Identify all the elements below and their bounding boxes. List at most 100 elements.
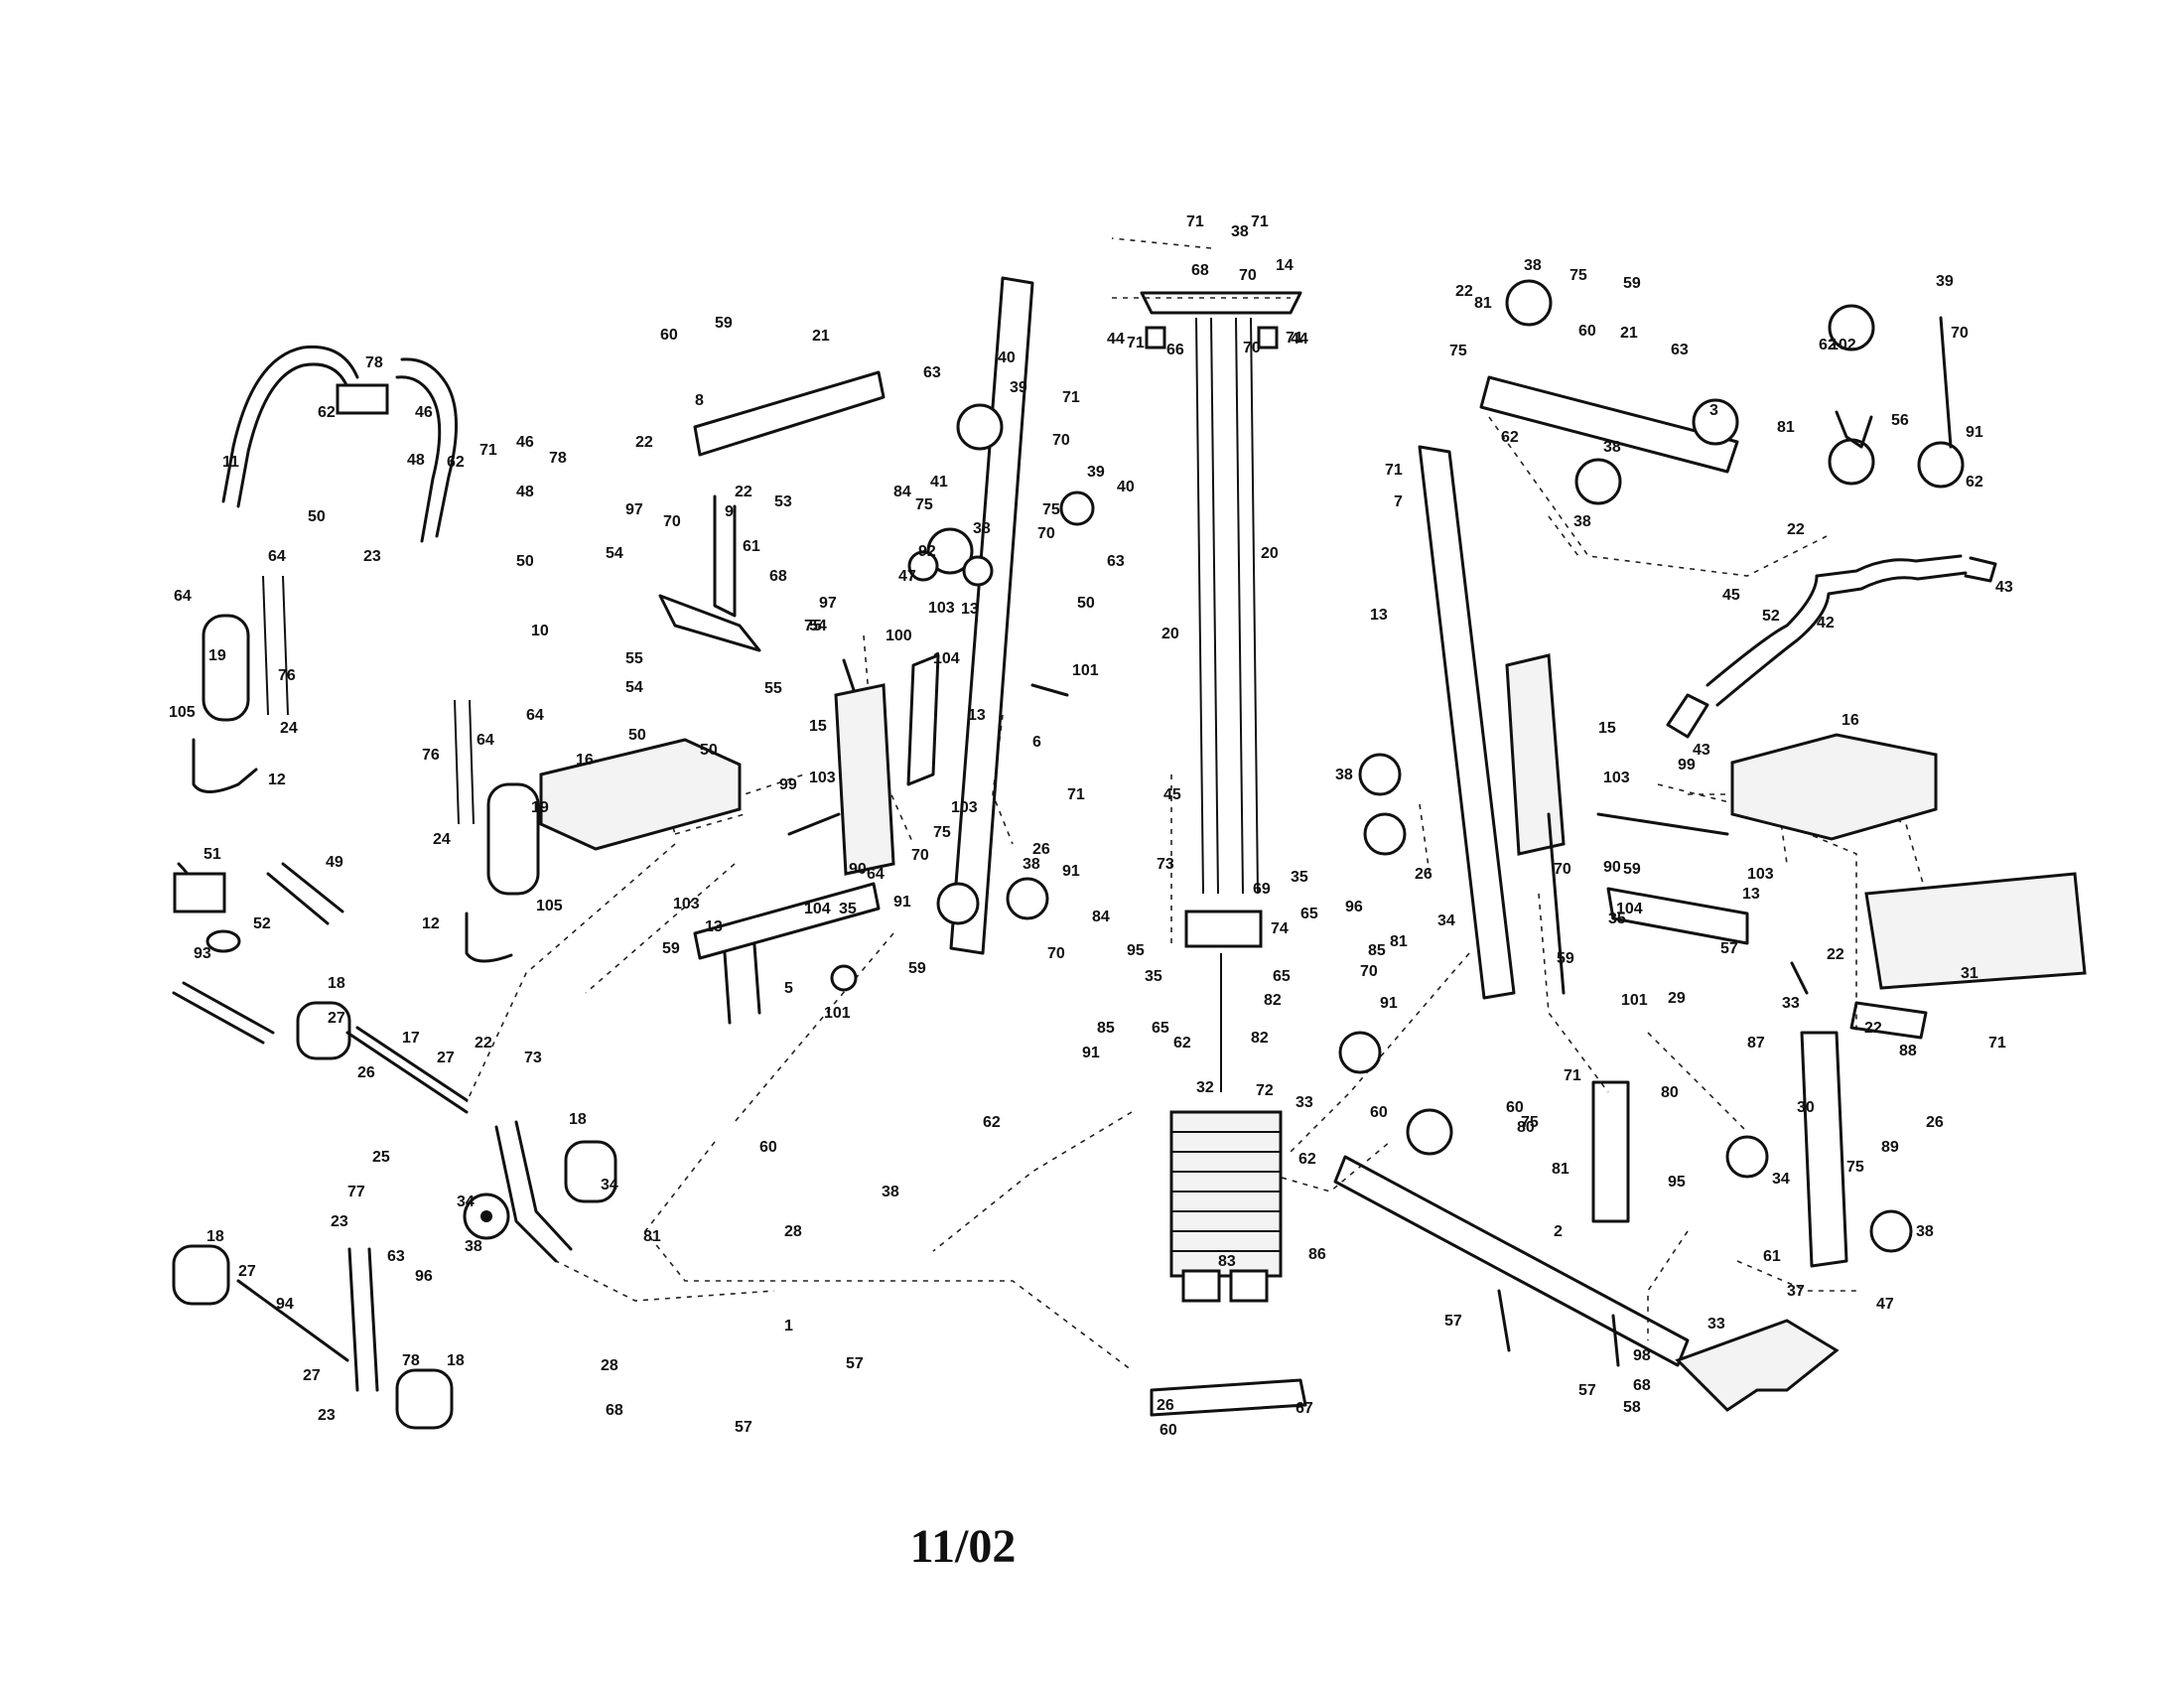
part-label: 23 [363, 548, 381, 565]
part-label: 70 [1360, 963, 1378, 980]
part-label: 40 [1117, 479, 1135, 495]
pulley [1006, 877, 1049, 920]
part-label: 103 [1603, 770, 1630, 786]
part-label: 26 [1415, 866, 1433, 883]
part-label: 62 [318, 404, 336, 421]
pulley [1869, 1209, 1913, 1253]
part-label: 62 [447, 454, 465, 471]
part-label: 58 [1623, 1399, 1641, 1416]
part-label: 101 [1621, 992, 1648, 1009]
part-label: 81 [643, 1228, 661, 1245]
back-pad [1505, 653, 1566, 856]
part-label: 27 [437, 1050, 455, 1066]
pulley [936, 882, 980, 925]
right-upright [1338, 279, 1913, 1253]
part-label: 29 [1668, 990, 1686, 1007]
part-label: 18 [206, 1228, 224, 1245]
part-label: 82 [1264, 992, 1282, 1009]
part-label: 73 [524, 1050, 542, 1066]
part-label: 18 [328, 975, 345, 992]
part-label: 104 [933, 650, 960, 667]
part-label: 70 [1037, 525, 1055, 542]
part-label: 27 [238, 1263, 256, 1280]
part-label: 40 [998, 350, 1016, 366]
part-label: 70 [1047, 945, 1065, 962]
part-label: 60 [1160, 1422, 1177, 1439]
part-label: 38 [1573, 513, 1591, 530]
part-label: 31 [1961, 965, 1979, 982]
part-label: 60 [759, 1139, 777, 1156]
part-label: 75 [804, 618, 822, 634]
part-label: 59 [1623, 861, 1641, 878]
part-label: 38 [973, 520, 991, 537]
pulley [1692, 398, 1739, 446]
part-label: 30 [1797, 1099, 1815, 1116]
part-label: 43 [1995, 579, 2013, 596]
leg-lift-arm-assembly [192, 345, 540, 963]
bracket [336, 383, 389, 415]
part-label: 54 [625, 679, 643, 696]
part-label: 16 [576, 752, 594, 769]
part-label: 27 [328, 1010, 345, 1027]
part-label: 16 [1842, 712, 1859, 729]
part-label: 25 [372, 1149, 390, 1166]
part-label: 33 [1707, 1316, 1725, 1333]
pulley [1725, 1135, 1769, 1179]
part-label: 71 [1067, 786, 1085, 803]
part-label: 63 [1671, 342, 1689, 358]
part-label: 50 [628, 727, 646, 744]
part-number-labels: 1 2 3 5 6 7 8 9 10 11 12 12 13 13 13 13 … [169, 213, 2013, 1439]
part-label: 96 [415, 1268, 433, 1285]
part-label: 45 [1163, 786, 1181, 803]
part-label: 71 [1988, 1035, 2006, 1052]
part-label: 55 [625, 650, 643, 667]
part-label: 39 [1087, 464, 1105, 481]
part-label: 22 [1864, 1020, 1882, 1037]
part-label: 68 [606, 1402, 623, 1419]
foam-roller [395, 1368, 454, 1430]
part-label: 99 [779, 776, 797, 793]
press-arm-assembly [539, 370, 895, 1025]
part-label: 23 [331, 1213, 348, 1230]
part-label: 98 [1633, 1347, 1651, 1364]
part-label: 38 [1603, 439, 1621, 456]
part-label: 35 [1608, 911, 1626, 927]
part-label: 91 [893, 894, 911, 911]
part-label: 23 [318, 1407, 336, 1424]
part-label: 24 [433, 831, 451, 848]
part-label: 64 [867, 866, 885, 883]
revision-date: 11/02 [909, 1520, 1017, 1573]
part-label: 35 [1145, 968, 1162, 985]
part-label: 70 [911, 847, 929, 864]
part-label: 39 [1936, 273, 1954, 290]
part-label: 78 [402, 1352, 420, 1369]
part-label: 82 [1251, 1030, 1269, 1047]
part-label: 10 [531, 623, 549, 639]
accessory-parts [172, 862, 344, 1045]
part-label: 59 [662, 940, 680, 957]
part-label: 11 [222, 454, 239, 471]
part-label: 96 [1345, 899, 1363, 915]
part-label: 71 [1564, 1067, 1581, 1084]
pulley [926, 527, 974, 575]
part-label: 103 [1747, 866, 1774, 883]
seat-pad [539, 738, 742, 851]
part-label: 104 [1616, 901, 1643, 917]
part-label: 71 [1127, 335, 1145, 351]
part-label: 95 [1127, 942, 1145, 959]
part-label: 67 [1296, 1400, 1313, 1417]
part-label: 78 [365, 354, 383, 371]
part-label: 38 [1335, 767, 1353, 783]
part-label: 46 [415, 404, 433, 421]
pulley [1505, 279, 1553, 327]
part-label: 62 [1298, 1151, 1316, 1168]
part-label: 101 [824, 1005, 851, 1022]
part-label: 103 [928, 600, 955, 617]
part-label: 71 [1062, 389, 1080, 406]
part-label: 63 [923, 364, 941, 381]
part-label: 54 [606, 545, 623, 562]
part-label: 45 [1722, 587, 1740, 604]
part-label: 22 [735, 484, 752, 500]
part-label: 51 [204, 846, 221, 863]
part-label: 70 [1243, 340, 1261, 356]
